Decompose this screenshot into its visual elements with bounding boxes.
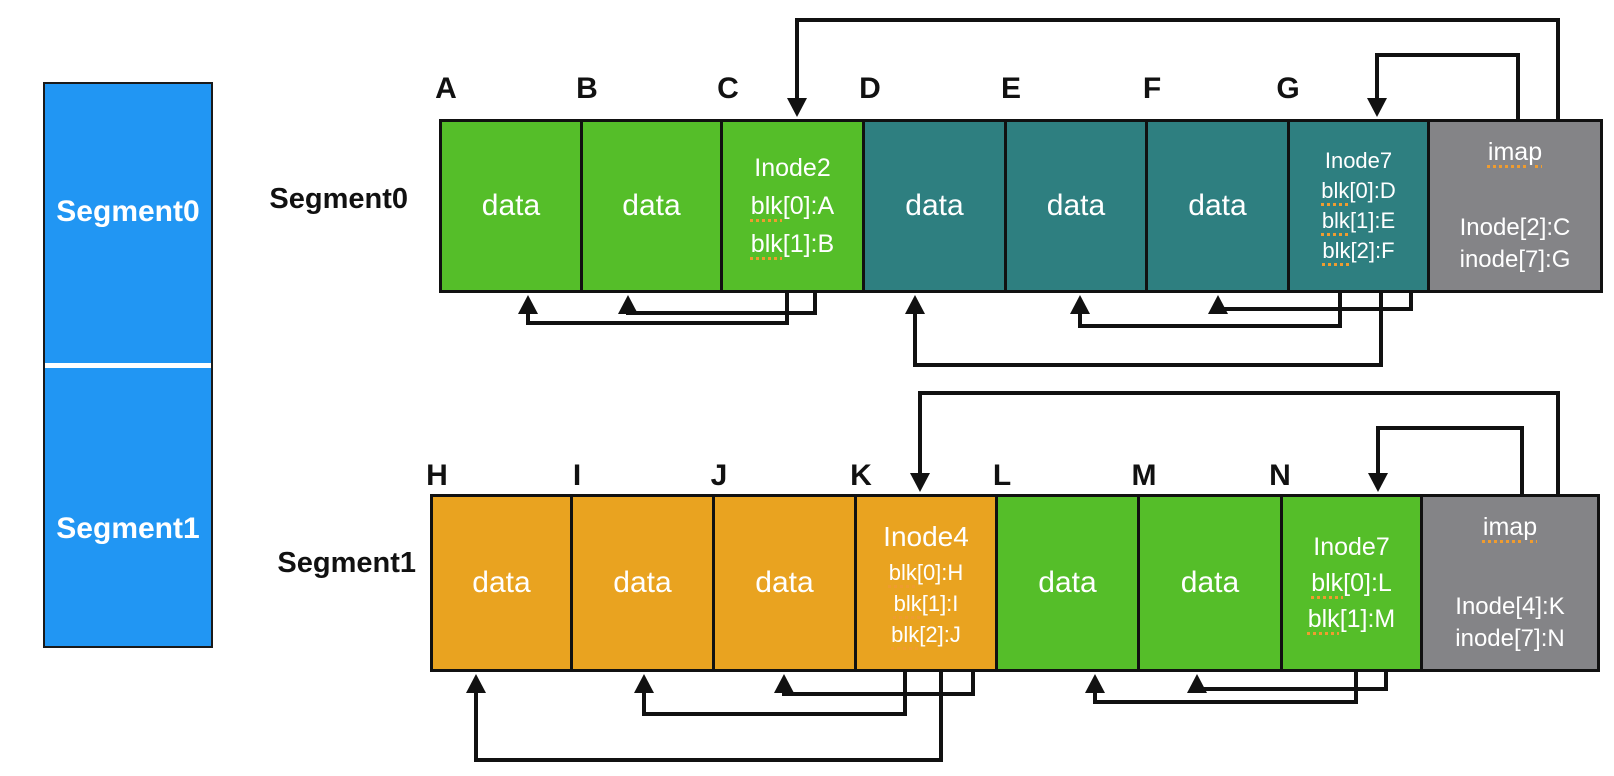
inode7b-title: Inode7: [1313, 533, 1390, 561]
inode4-blk1: blk[1]:I: [893, 590, 959, 616]
inode4-blk2: blk[2]:J: [891, 621, 961, 647]
block-H-data: data: [433, 497, 573, 669]
block-address-label-N: N: [1269, 459, 1291, 492]
block-B-data: data: [583, 122, 723, 290]
pointer-inode4-blk2-to-J: [774, 669, 975, 696]
block-N-inode7: Inode7 blk[0]:L blk[1]:M: [1283, 497, 1423, 669]
block-L-data: data: [998, 497, 1140, 669]
block-A-text: data: [481, 189, 541, 222]
block-address-label-D: D: [859, 72, 881, 105]
block-address-label-B: B: [576, 72, 598, 105]
inode2-blk0: blk[0]:A: [750, 192, 835, 220]
block-address-label-F: F: [1142, 72, 1162, 105]
block-C-inode2: Inode2 blk[0]:A blk[1]:B: [723, 122, 865, 290]
imap1-entries: Inode[4]:K inode[7]:N: [1455, 591, 1564, 655]
block-M-text: data: [1180, 566, 1240, 599]
block-address-label-I: I: [572, 459, 582, 492]
block-E-text: data: [1046, 189, 1106, 222]
block-F-text: data: [1188, 189, 1247, 222]
pointer-imap1-to-inode7-N: [1368, 426, 1524, 497]
block-F-data: data: [1148, 122, 1290, 290]
pointer-imap0-to-inode7-G: [1367, 53, 1520, 122]
block-L-text: data: [1038, 566, 1097, 599]
pointer-inode7a-blk1-to-E: [1070, 290, 1342, 328]
block-H-text: data: [472, 566, 531, 599]
imap0-entry-inode7: inode[7]:G: [1459, 246, 1571, 273]
imap1-entry-inode7: inode[7]:N: [1455, 625, 1565, 652]
pointer-inode4-blk1-to-I: [634, 669, 907, 716]
block-E-data: data: [1007, 122, 1148, 290]
block-address-label-G: G: [1276, 72, 1300, 105]
segment0-row-label: Segment0: [269, 183, 408, 215]
block-J-text: data: [755, 566, 814, 599]
inode7a-blk1: blk[1]:E: [1321, 208, 1396, 233]
block-B-text: data: [622, 189, 681, 222]
block-J-data: data: [715, 497, 857, 669]
block-imap-segment1: imap Inode[4]:K inode[7]:N: [1423, 497, 1597, 669]
disk-segment1-label: Segment1: [56, 512, 200, 545]
pointer-inode2-blk1-to-B: [618, 290, 817, 315]
segment1-row-label: Segment1: [277, 547, 416, 579]
pointer-inode4-blk0-to-H: [466, 669, 943, 762]
imap1-entry-inode4: Inode[4]:K: [1455, 593, 1565, 620]
pointer-imap1-to-inode4-K: [910, 391, 1560, 497]
imap0-title: imap: [1487, 138, 1543, 166]
pointer-inode2-blk0-to-A: [518, 290, 789, 325]
inode7a-title: Inode7: [1324, 148, 1393, 173]
pointer-inode7a-blk0-to-D: [905, 290, 1383, 367]
pointer-inode7b-blk1-to-M: [1187, 669, 1388, 693]
block-K-inode4: Inode4 blk[0]:H blk[1]:I blk[2]:J: [857, 497, 998, 669]
segment0-block-row: data data Inode2 blk[0]:A blk[1]:B data …: [439, 119, 1603, 293]
inode2-title: Inode2: [754, 154, 831, 182]
inode7a-blk0: blk[0]:D: [1321, 178, 1396, 203]
block-address-label-L: L: [992, 459, 1012, 492]
imap0-entries: Inode[2]:C inode[7]:G: [1460, 212, 1571, 276]
disk-segment0-label: Segment0: [56, 195, 200, 228]
pointer-inode7b-blk0-to-L: [1085, 669, 1358, 704]
block-I-data: data: [573, 497, 715, 669]
block-G-inode7: Inode7 blk[0]:D blk[1]:E blk[2]:F: [1290, 122, 1430, 290]
block-address-label-M: M: [1131, 459, 1157, 492]
imap1-title: imap: [1482, 513, 1538, 541]
block-I-text: data: [613, 566, 672, 599]
inode7b-blk0: blk[0]:L: [1311, 569, 1392, 597]
block-M-data: data: [1140, 497, 1283, 669]
disk-segments-bar: Segment0 Segment1: [43, 82, 213, 648]
block-address-label-H: H: [426, 459, 448, 492]
pointer-imap0-to-inode2-C: [787, 18, 1560, 122]
block-address-label-E: E: [1000, 72, 1022, 105]
segment-divider: [45, 363, 211, 368]
block-imap-segment0: imap Inode[2]:C inode[7]:G: [1430, 122, 1600, 290]
block-address-label-A: A: [435, 72, 457, 105]
inode4-blk0: blk[0]:H: [888, 559, 964, 585]
block-address-label-C: C: [717, 72, 739, 105]
block-D-text: data: [905, 189, 964, 222]
inode4-title: Inode4: [883, 520, 969, 552]
block-address-label-J: J: [710, 459, 728, 492]
segment1-block-row: data data data Inode4 blk[0]:H blk[1]:I …: [430, 494, 1600, 672]
block-address-label-K: K: [850, 459, 872, 492]
inode7a-blk2: blk[2]:F: [1322, 238, 1395, 263]
block-A-data: data: [442, 122, 583, 290]
inode2-blk1: blk[1]:B: [750, 230, 835, 258]
imap0-entry-inode2: Inode[2]:C: [1459, 214, 1571, 241]
inode7b-blk1: blk[1]:M: [1307, 605, 1396, 633]
block-D-data: data: [865, 122, 1007, 290]
